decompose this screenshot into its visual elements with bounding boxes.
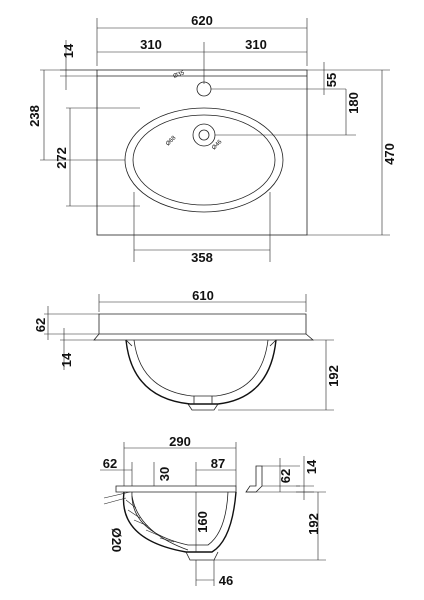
dim-62-side-right: 62 [278,469,293,483]
dim-87: 87 [211,456,225,471]
side-bowl-outer [122,491,237,553]
dim-310-left: 310 [140,37,162,52]
front-waste [187,403,219,411]
side-outlet [185,551,219,561]
dim-dia20: Ø20 [109,528,124,553]
waste-outer-circle [192,123,216,147]
dim-620: 620 [191,13,213,28]
tap-hole [196,81,212,97]
label-tap-hole: Ø35 [173,70,186,80]
label-waste-outer: Ø68 [165,135,178,148]
dim-358: 358 [191,250,213,265]
top-view: 620 310 310 14 238 272 55 180 470 [27,13,397,265]
front-bowl-inner [133,339,269,397]
bowl-inner [132,114,276,206]
dim-192-front: 192 [326,365,341,387]
dim-46: 46 [219,573,233,588]
dim-160: 160 [195,511,210,533]
dim-272: 272 [54,147,69,169]
dim-30: 30 [157,467,172,481]
top-slab-outline [96,69,308,236]
dim-62-front: 62 [33,318,48,332]
dim-14-side: 14 [304,459,319,474]
dim-610: 610 [192,288,214,303]
dim-192-side: 192 [306,513,321,535]
dim-470: 470 [382,143,397,165]
dim-14-front: 14 [59,352,74,367]
side-slab-left [115,485,237,493]
dim-14-top: 14 [61,43,76,58]
side-slab-right [245,465,263,493]
dim-55: 55 [324,73,339,87]
bowl-outer [124,107,284,213]
waste-inner-circle [198,129,210,141]
dim-62-side: 62 [103,456,117,471]
front-bowl-outer [125,339,277,405]
dim-290: 290 [169,434,191,449]
side-view: 290 62 30 87 62 14 160 192 Ø20 [100,434,326,588]
front-view: 610 62 14 192 [33,288,341,411]
front-slab [93,313,315,341]
dim-180: 180 [346,92,361,114]
side-bowl-inner [131,491,229,546]
dim-310-right: 310 [245,37,267,52]
dim-238: 238 [27,105,42,127]
